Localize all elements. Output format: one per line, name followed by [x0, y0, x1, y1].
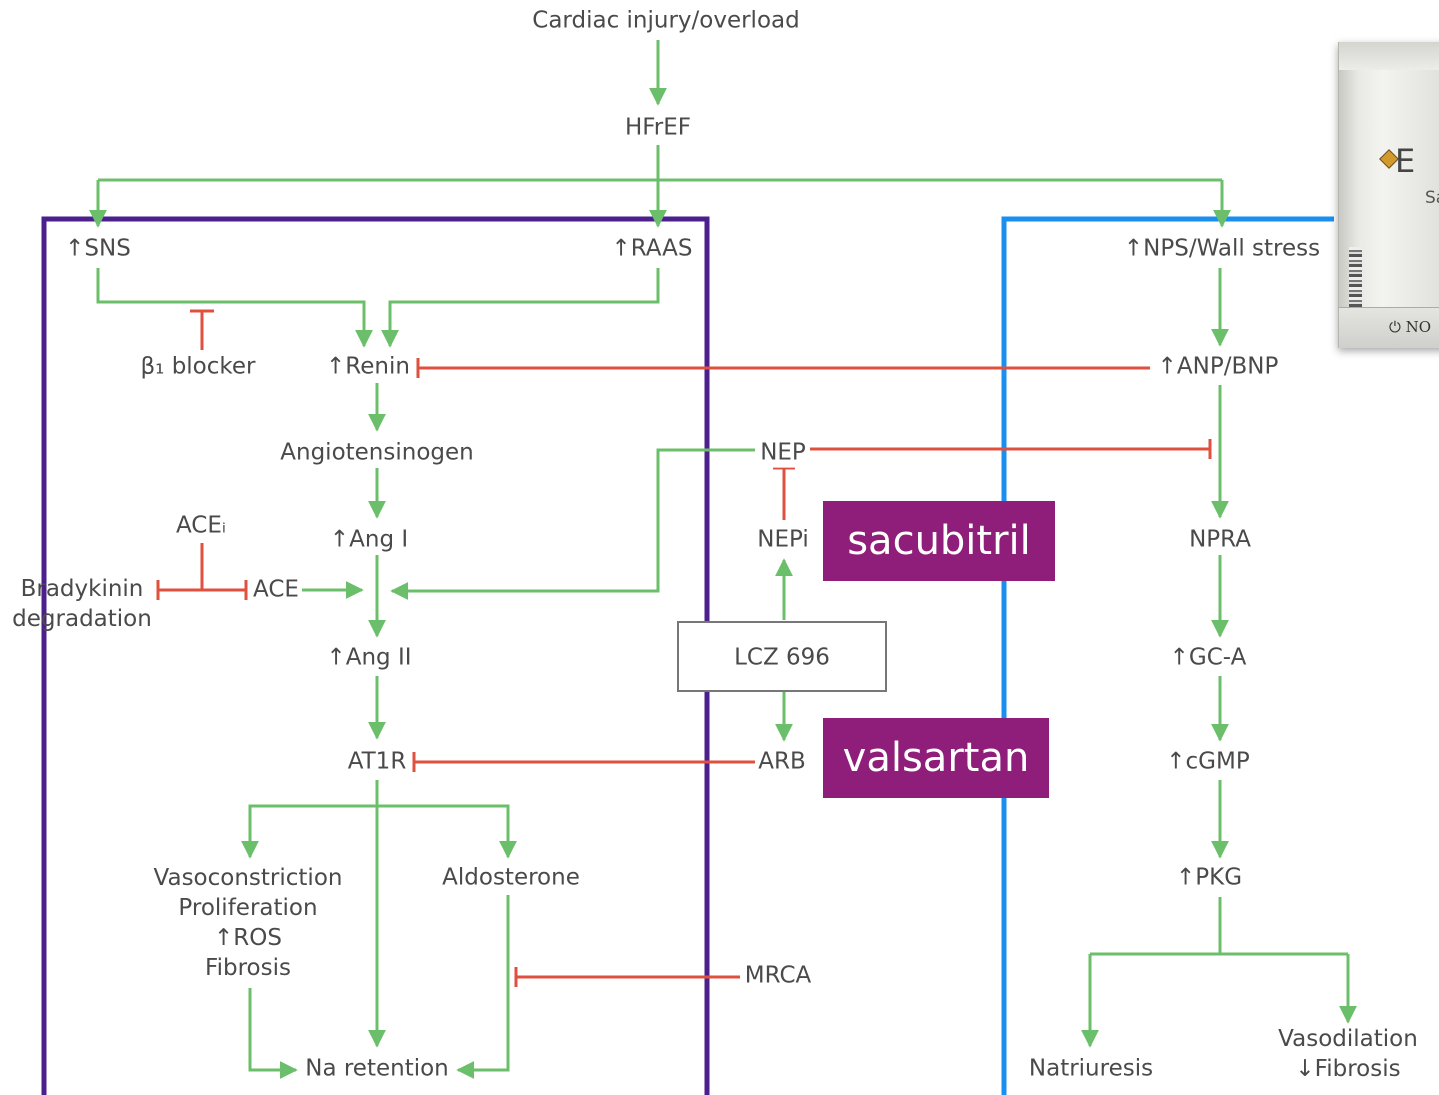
pkg-label: ↑PKG	[1173, 863, 1245, 893]
package-maker-text: NO	[1405, 318, 1432, 336]
arb-label: ARB	[756, 747, 808, 777]
gca-label: ↑GC-A	[1167, 643, 1249, 673]
nps-label: ↑NPS/Wall stress	[1121, 234, 1323, 264]
natriuresis-label: Natriuresis	[1026, 1054, 1156, 1084]
raas-label: ↑RAAS	[609, 234, 695, 264]
acei-label: ACEᵢ	[175, 512, 227, 539]
aldosterone-label: Aldosterone	[440, 863, 582, 893]
vasoconstriction-label: Vasoconstriction Proliferation ↑ROS Fibr…	[151, 864, 345, 984]
anp-bnp-label: ↑ANP/BNP	[1155, 352, 1281, 382]
na-retention-label: Na retention	[303, 1054, 451, 1084]
activation-arrows	[89, 40, 1357, 1079]
package-footer	[1339, 307, 1439, 348]
b1-blocker-label: β₁ blocker	[138, 352, 258, 382]
lcz696-label: LCZ 696	[732, 643, 832, 673]
nep-label: NEP	[758, 438, 808, 468]
mrca-label: MRCA	[742, 961, 814, 991]
inhibition-lines	[156, 309, 1212, 987]
vasodilation-label: Vasodilation ↓Fibrosis	[1276, 1025, 1420, 1085]
ang1-label: ↑Ang I	[327, 525, 411, 555]
angiotensinogen-label: Angiotensinogen	[278, 438, 476, 468]
valsartan-tag: valsartan	[823, 718, 1049, 798]
hfref-label: HFrEF	[622, 113, 694, 143]
sns-label: ↑SNS	[63, 234, 133, 264]
sacubitril-tag: sacubitril	[823, 501, 1055, 581]
package-top	[1339, 42, 1439, 70]
package-brand: E	[1395, 142, 1416, 180]
renin-label: ↑Renin	[324, 352, 412, 382]
package-maker: ⏻ NO	[1389, 318, 1432, 336]
at1r-label: AT1R	[345, 747, 409, 777]
ace-label: ACE	[253, 576, 299, 603]
npra-label: NPRA	[1187, 525, 1253, 555]
package-subtitle: Sa	[1425, 188, 1439, 208]
nepi-label: NEPi	[755, 525, 811, 555]
product-package-image: E Sa 28 ⏻ NO	[1338, 42, 1439, 348]
cgmp-label: ↑cGMP	[1164, 747, 1252, 777]
bradykinin-label: Bradykinin degradation	[12, 576, 152, 632]
cardiac-injury-label: Cardiac injury/overload	[530, 6, 802, 36]
ang2-label: ↑Ang II	[324, 643, 414, 673]
